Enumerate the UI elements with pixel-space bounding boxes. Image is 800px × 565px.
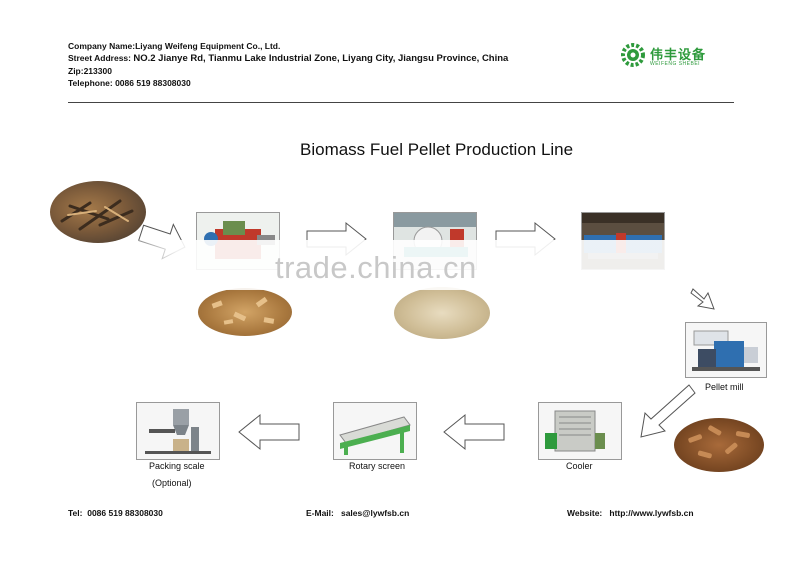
zip-code: 213300 <box>83 66 112 76</box>
packing-scale-caption: Packing scale <box>149 461 205 471</box>
pellets-image <box>674 418 764 472</box>
pellet-mill-image <box>685 322 767 378</box>
raw-wood-image <box>50 181 146 243</box>
telephone: 0086 519 88308030 <box>115 78 191 88</box>
address-label: Street Address: <box>68 53 134 63</box>
footer-tel: Tel: 0086 519 88308030 <box>68 508 163 518</box>
flow-arrow-7 <box>238 413 300 451</box>
zip-label: Zip: <box>68 66 84 76</box>
watermark-band <box>115 240 735 290</box>
packing-scale-image <box>136 402 220 460</box>
footer-email-value: sales@lywfsb.cn <box>340 508 410 518</box>
street-address: NO.2 Jianye Rd, Tianmu Lake Industrial Z… <box>133 53 509 64</box>
logo-text: 伟丰设备 <box>650 48 707 63</box>
wood-chips-image <box>198 288 292 336</box>
company-label: Company Name: <box>68 41 136 51</box>
flow-arrow-5 <box>640 384 696 438</box>
telephone-label: Telephone: <box>68 78 116 88</box>
sawdust-image <box>394 287 490 339</box>
packing-scale-optional: (Optional) <box>152 478 192 488</box>
footer-website-value: http://www.lywfsb.cn <box>609 508 694 518</box>
watermark-text: trade.china.cn <box>275 250 477 285</box>
rotary-screen-image <box>333 402 417 460</box>
company-name: Liyang Weifeng Equipment Co., Ltd. <box>135 41 281 51</box>
footer-tel-label: Tel: <box>68 508 83 518</box>
logo-subtext: WEIFENG SHEBEI <box>650 61 701 67</box>
company-logo: 伟丰设备 WEIFENG SHEBEI <box>620 42 715 72</box>
cooler-caption: Cooler <box>566 461 593 471</box>
page-title: Biomass Fuel Pellet Production Line <box>300 140 574 159</box>
company-info: Company Name:Liyang Weifeng Equipment Co… <box>68 40 508 89</box>
footer-website-label: Website: <box>567 508 603 518</box>
pellet-mill-caption: Pellet mill <box>705 382 744 392</box>
flow-arrow-6 <box>443 413 505 451</box>
rotary-screen-caption: Rotary screen <box>349 461 406 471</box>
flow-arrow-4 <box>690 288 715 310</box>
footer-email-label: E-Mail: <box>306 508 334 518</box>
header-divider <box>68 102 734 103</box>
footer-tel-value: 0086 519 88308030 <box>87 508 163 518</box>
cooler-image <box>538 402 622 460</box>
footer-website: Website: http://www.lywfsb.cn <box>567 508 694 518</box>
footer-email: E-Mail: sales@lywfsb.cn <box>306 508 409 518</box>
gear-icon <box>621 43 645 67</box>
